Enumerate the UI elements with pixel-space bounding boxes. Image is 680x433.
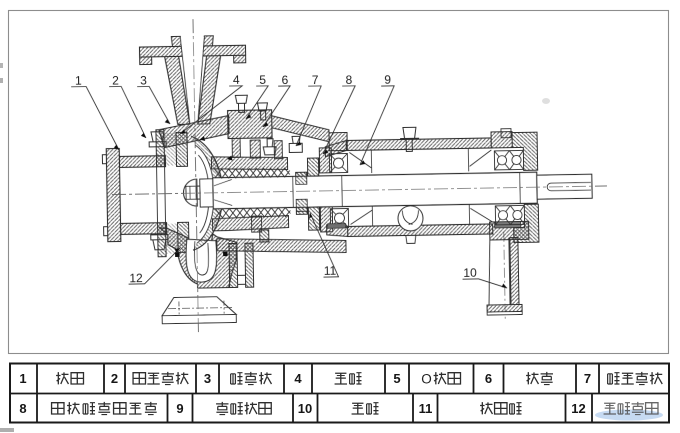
svg-text:6: 6 bbox=[485, 371, 492, 386]
svg-text:3: 3 bbox=[204, 371, 211, 386]
svg-text:9: 9 bbox=[176, 401, 183, 416]
svg-text:12: 12 bbox=[571, 401, 585, 416]
svg-text:4: 4 bbox=[294, 371, 302, 386]
svg-text:11: 11 bbox=[324, 264, 337, 278]
svg-text:2: 2 bbox=[111, 371, 118, 386]
svg-text:9: 9 bbox=[384, 73, 391, 87]
svg-text:8: 8 bbox=[19, 401, 26, 416]
svg-text:4: 4 bbox=[233, 73, 240, 87]
svg-text:1: 1 bbox=[19, 371, 26, 386]
svg-text:12: 12 bbox=[129, 271, 143, 285]
svg-text:2: 2 bbox=[112, 73, 119, 87]
svg-text:11: 11 bbox=[419, 401, 433, 416]
svg-text:7: 7 bbox=[584, 371, 591, 386]
svg-text:7: 7 bbox=[312, 73, 319, 87]
svg-text:8: 8 bbox=[346, 73, 353, 87]
svg-text:5: 5 bbox=[393, 371, 400, 386]
svg-text:10: 10 bbox=[298, 401, 312, 416]
svg-text:6: 6 bbox=[282, 73, 289, 87]
svg-text:3: 3 bbox=[140, 73, 147, 87]
svg-text:1: 1 bbox=[75, 73, 82, 87]
svg-text:5: 5 bbox=[259, 73, 266, 87]
svg-text:10: 10 bbox=[463, 266, 477, 280]
svg-text:O: O bbox=[421, 372, 432, 387]
